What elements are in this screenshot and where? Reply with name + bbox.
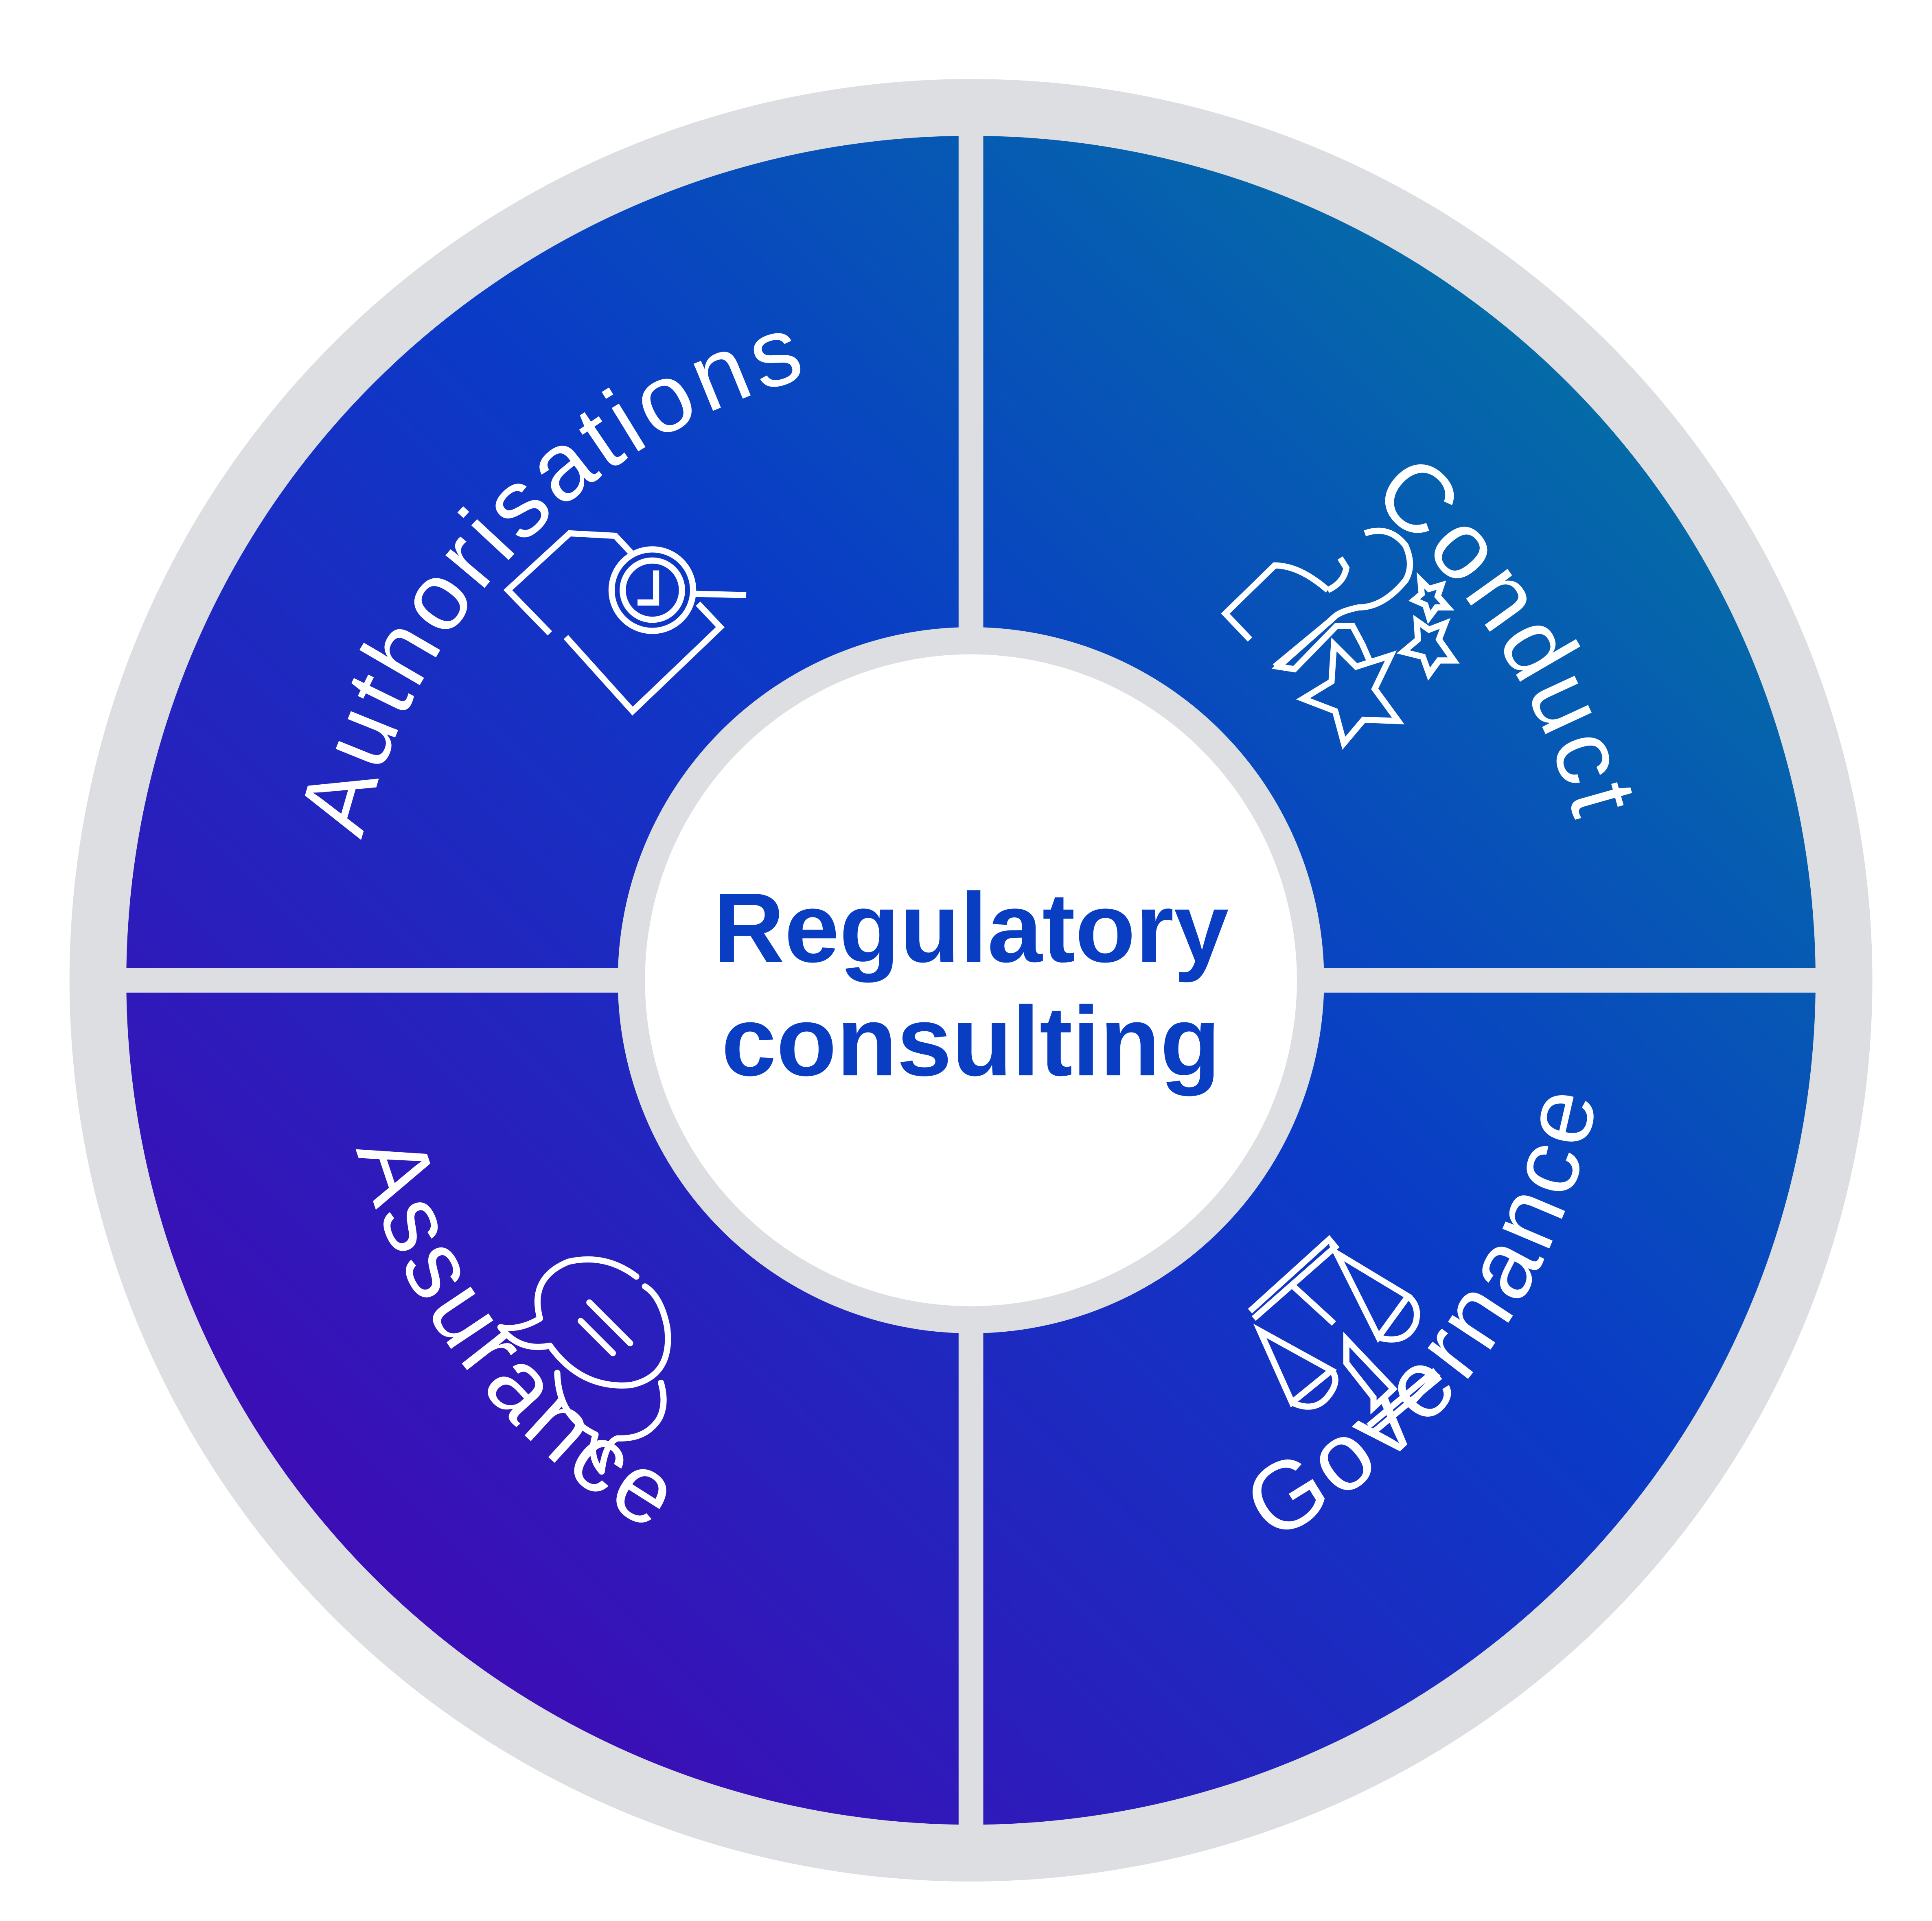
svg-text:Regulatory: Regulatory xyxy=(713,873,1229,983)
center-title-line2: consulting xyxy=(721,986,1220,1096)
person-stars-icon xyxy=(1221,527,1460,750)
center-circle xyxy=(645,654,1297,1306)
balance-scale-icon xyxy=(1248,1235,1442,1435)
svg-text:consulting: consulting xyxy=(721,986,1220,1096)
speech-bubbles-icon xyxy=(497,1256,671,1475)
document-clock-magnifier-icon xyxy=(503,530,747,716)
center-title-line1: Regulatory xyxy=(713,873,1229,983)
